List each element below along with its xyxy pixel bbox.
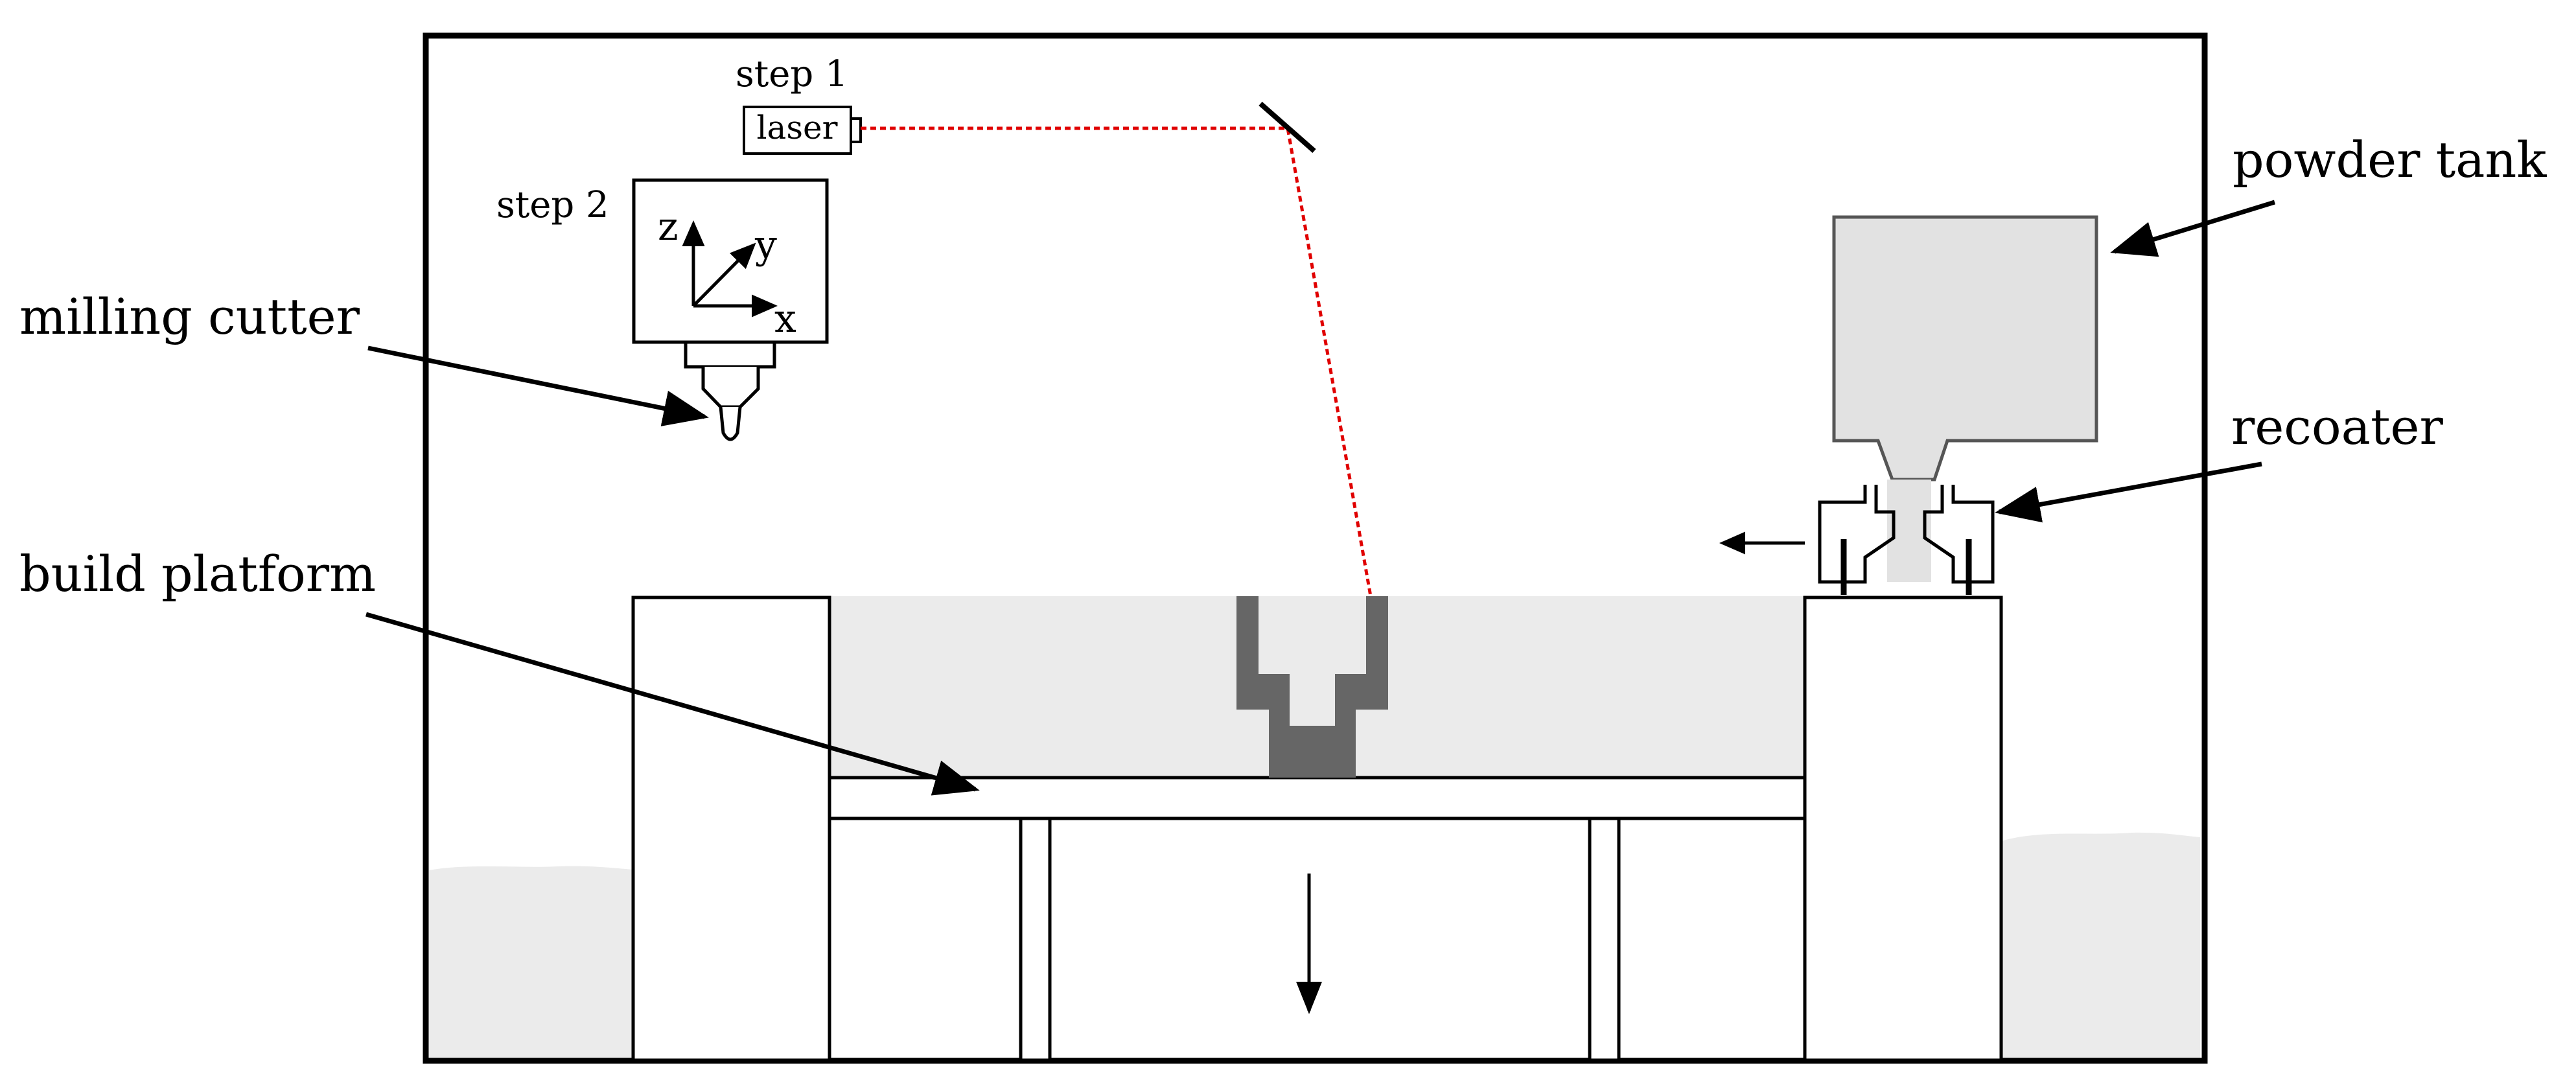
machine-enclosure	[423, 32, 2208, 1064]
milling-cutter-pointer	[367, 345, 709, 426]
cutter-tool-icon	[719, 406, 742, 441]
powder-tank-label: powder tank	[2233, 131, 2547, 189]
scanner-mirror	[1259, 101, 1316, 154]
left-pillar	[631, 596, 831, 1062]
printed-part	[1236, 596, 1388, 778]
laser-nozzle	[850, 117, 862, 143]
powder-tank-pointer	[2110, 200, 2276, 257]
left-overflow-powder	[429, 866, 633, 1059]
right-overflow-powder	[2001, 832, 2200, 1059]
right-pillar	[1803, 596, 2003, 1062]
milling-cutter-label: milling cutter	[19, 288, 360, 345]
build-platform-pointer	[366, 612, 980, 796]
laser-label: laser	[757, 109, 838, 146]
step1-label: step 1	[736, 53, 848, 95]
axis-y-arrow	[692, 242, 756, 307]
recoater-right-jaw	[1923, 485, 1995, 584]
axis-x-label: x	[774, 296, 796, 342]
spindle-collar	[684, 340, 776, 369]
recoater-label: recoater	[2231, 398, 2443, 456]
recoater-left-jaw	[1818, 485, 1896, 584]
axis-y-label: y	[754, 222, 777, 268]
recoater-pointer	[1995, 461, 2262, 523]
build-platform	[828, 776, 1807, 820]
powder-tank	[1832, 215, 2098, 481]
platform-post-left	[1019, 816, 1052, 1062]
laser-beam	[861, 126, 1373, 597]
axis-z-label: z	[658, 204, 679, 249]
laser-unit	[743, 106, 852, 155]
spindle-body	[701, 367, 760, 409]
platform-post-right	[1588, 816, 1621, 1062]
build-platform-label: build platform	[19, 545, 376, 603]
step2-label: step 2	[496, 184, 609, 226]
